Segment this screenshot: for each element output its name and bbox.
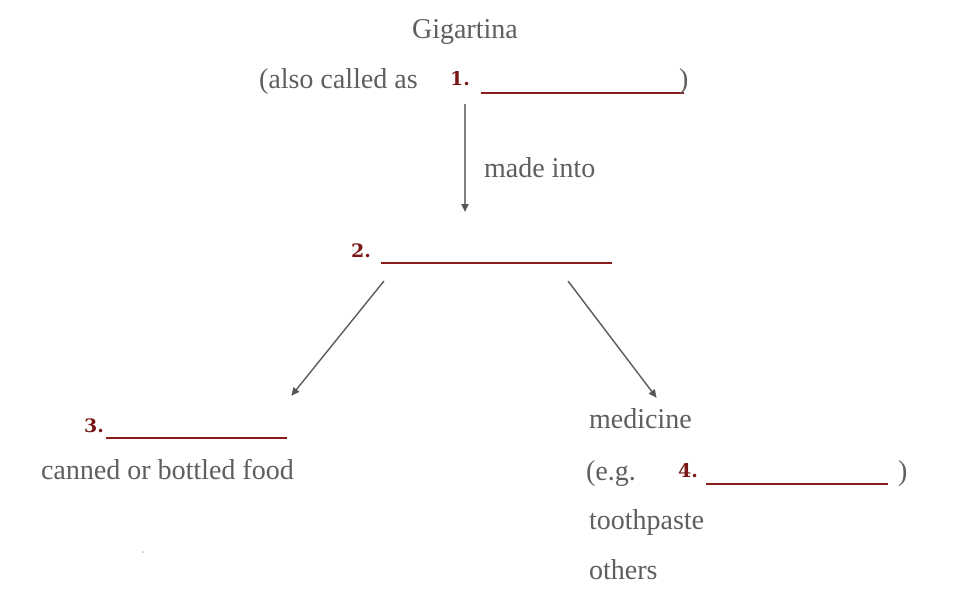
blank-line-2[interactable] xyxy=(381,262,612,264)
blank-line-3[interactable] xyxy=(106,437,287,439)
right-branch-medicine: medicine xyxy=(589,404,692,435)
right-branch-others: others xyxy=(589,555,658,586)
left-branch-text: canned or bottled food xyxy=(41,455,294,486)
stray-dot xyxy=(142,551,144,553)
node-title-gigartina: Gigartina xyxy=(412,14,518,45)
right-branch-eg-prefix: (e.g. xyxy=(586,456,636,487)
blank-line-1[interactable] xyxy=(481,92,684,94)
edge-label-made-into: made into xyxy=(484,153,596,184)
blank-number-1: 1. xyxy=(450,68,470,90)
node-subtitle-prefix: (also called as xyxy=(259,64,418,95)
node-subtitle-close-paren: ) xyxy=(679,64,689,95)
right-branch-close-paren: ) xyxy=(898,456,908,487)
blank-line-4[interactable] xyxy=(706,483,888,485)
arrow-left-branch xyxy=(291,280,385,396)
blank-number-3: 3. xyxy=(84,415,104,437)
right-branch-toothpaste: toothpaste xyxy=(589,505,705,536)
arrow-right-branch xyxy=(567,280,657,398)
blank-number-4: 4. xyxy=(678,460,698,482)
blank-number-2: 2. xyxy=(351,240,371,262)
